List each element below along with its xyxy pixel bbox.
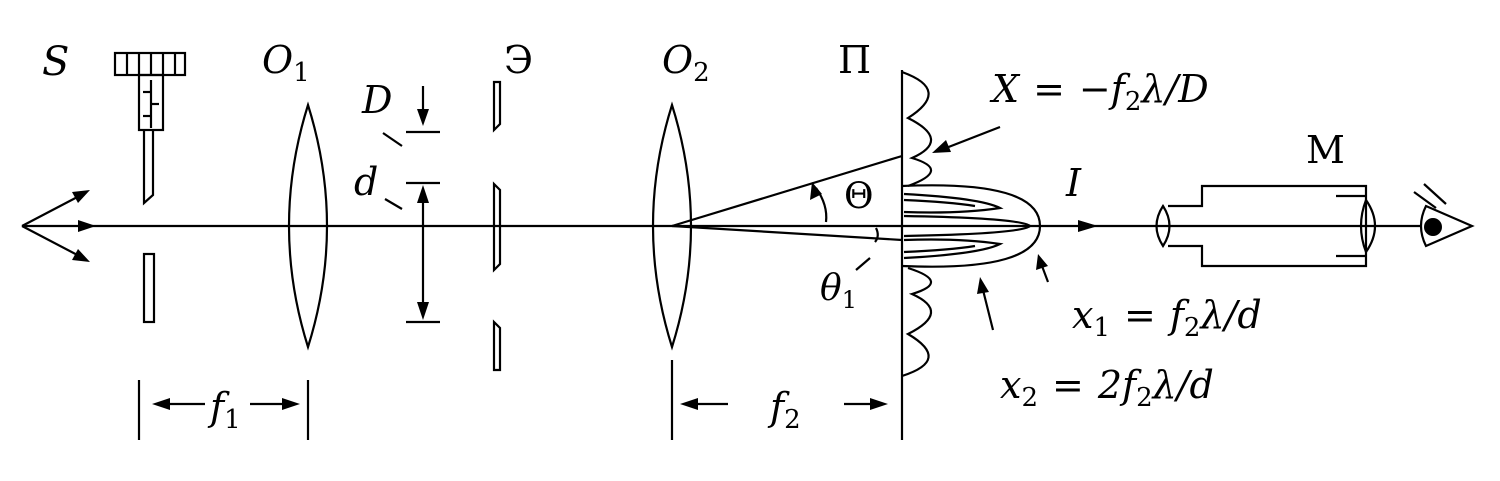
- pointer-x1: [1036, 254, 1050, 283]
- label-S: S: [42, 39, 69, 85]
- label-M: М: [1306, 128, 1345, 172]
- label-I: I: [1065, 161, 1082, 205]
- screen-diaphragm: [492, 80, 502, 372]
- label-theta-big: Θ: [844, 176, 874, 217]
- ray-upper: [671, 154, 903, 228]
- slit-lower-jaw: [142, 252, 156, 324]
- micrometer-screw-icon: [113, 51, 187, 206]
- lens-o2-icon: [651, 101, 693, 351]
- label-O2: O2: [662, 38, 710, 88]
- formula-x2: x2=2f2λ/d: [1000, 363, 1214, 413]
- pointer-X: [932, 125, 1001, 153]
- double-slit: [382, 86, 440, 324]
- label-f2: f2: [767, 385, 801, 435]
- focal-f2-marker: [670, 360, 888, 440]
- label-screen: Э: [504, 38, 533, 82]
- label-theta1: θ1: [820, 268, 857, 314]
- lens-o1-icon: [287, 101, 329, 351]
- pointer-x2: [977, 277, 995, 331]
- formula-x1: x1=f2λ/d: [1072, 293, 1262, 343]
- eye-icon: [1413, 183, 1475, 248]
- label-O1: O1: [262, 38, 310, 88]
- ray-lower: [671, 224, 903, 242]
- focal-f1-marker: [137, 380, 310, 440]
- label-plane: П: [838, 38, 871, 82]
- microscope-icon: [1155, 184, 1377, 268]
- angle-theta1-arc: [874, 227, 879, 243]
- label-d: d: [354, 160, 378, 204]
- source-point: [21, 190, 96, 262]
- intensity-arrow-head: [1078, 220, 1098, 232]
- formula-X: X=−f2λ/D: [989, 67, 1209, 117]
- diffraction-pattern: [901, 70, 1042, 378]
- label-D: D: [361, 78, 392, 122]
- label-f1: f1: [207, 385, 241, 435]
